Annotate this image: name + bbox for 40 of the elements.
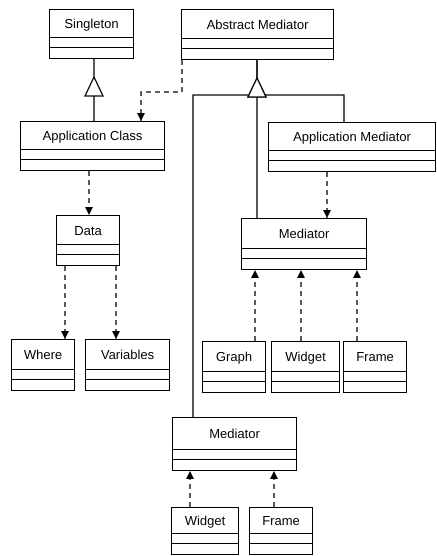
class-box xyxy=(171,507,239,555)
dependency-arrow xyxy=(85,171,93,215)
dependency-arrow xyxy=(112,266,120,339)
dependency-arrow xyxy=(297,270,305,341)
class-box xyxy=(56,215,120,266)
class-name: Where xyxy=(24,348,62,361)
class-name: Mediator xyxy=(278,227,330,240)
class-name: Widget xyxy=(285,350,326,363)
dependency-arrow xyxy=(353,270,361,341)
class-name: Frame xyxy=(262,514,300,527)
class-name: Data xyxy=(74,224,102,236)
class-name: Singleton xyxy=(64,17,119,30)
dependency-arrow xyxy=(61,266,69,339)
class-name: Abstract Mediator xyxy=(206,18,308,30)
dependency-arrow xyxy=(137,60,183,121)
class-name: Mediator xyxy=(209,427,260,440)
class-name: Application Mediator xyxy=(293,130,411,143)
class-box xyxy=(181,9,334,60)
inheritance-arrow xyxy=(192,60,267,417)
class-box xyxy=(49,9,134,59)
class-box xyxy=(172,417,297,471)
class-box xyxy=(249,507,313,555)
class-name: Graph xyxy=(216,350,252,363)
class-box xyxy=(202,341,266,393)
dependency-arrow xyxy=(186,471,194,507)
class-name: Variables xyxy=(100,348,154,361)
dependency-arrow xyxy=(323,172,331,218)
class-box xyxy=(20,121,165,171)
class-box xyxy=(241,218,367,270)
class-box xyxy=(11,339,75,391)
class-box xyxy=(85,339,170,391)
dependency-arrow xyxy=(251,270,259,341)
inheritance-arrow xyxy=(84,59,104,121)
class-box xyxy=(343,341,407,393)
class-box xyxy=(271,341,340,393)
dependency-arrow xyxy=(270,471,278,507)
class-name: Widget xyxy=(184,514,226,527)
class-box xyxy=(268,122,436,172)
class-name: Application Class xyxy=(42,129,142,142)
class-name: Frame xyxy=(356,350,394,363)
